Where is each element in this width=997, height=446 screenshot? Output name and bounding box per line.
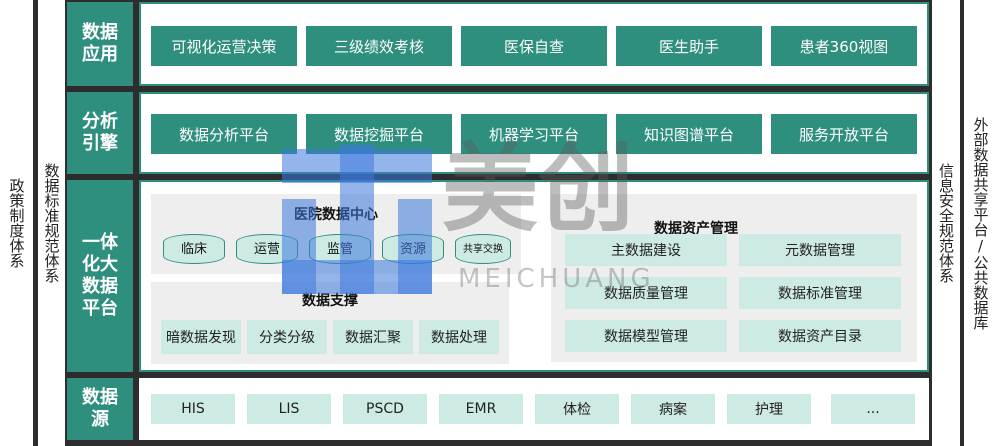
- source-item[interactable]: EMR: [439, 394, 523, 424]
- label-line: 数据: [82, 22, 118, 43]
- label-line: 一体: [82, 232, 118, 253]
- policy-column: 政策制度体系: [0, 0, 33, 446]
- analysis-item[interactable]: 知识图谱平台: [616, 114, 762, 154]
- analysis-item[interactable]: 数据分析平台: [151, 114, 297, 154]
- source-item[interactable]: HIS: [151, 394, 235, 424]
- analysis-item[interactable]: 数据挖掘平台: [306, 114, 452, 154]
- asset-item[interactable]: 元数据管理: [739, 234, 901, 266]
- support-item[interactable]: 数据汇聚: [333, 320, 413, 354]
- label-line: 平台: [82, 298, 118, 319]
- hospital-data-center-title: 医院数据中心: [294, 207, 378, 223]
- standards-column-text: 数据标准规范体系: [42, 163, 61, 283]
- data-support-title: 数据支撑: [302, 293, 358, 309]
- label-line: 数据: [82, 276, 118, 297]
- standards-column: 数据标准规范体系: [38, 0, 65, 446]
- source-item[interactable]: 病案: [631, 394, 715, 424]
- analysis-item[interactable]: 机器学习平台: [461, 114, 607, 154]
- policy-column-text: 政策制度体系: [7, 178, 26, 268]
- hospital-data-center: 医院数据中心 临床 运营 监管 资源 共享交换: [151, 194, 521, 274]
- asset-item[interactable]: 数据模型管理: [565, 320, 727, 352]
- label-line: 引擎: [82, 133, 118, 154]
- source-item[interactable]: LIS: [247, 394, 331, 424]
- data-center-item[interactable]: 监管: [309, 234, 371, 264]
- app-item[interactable]: 医生助手: [616, 26, 762, 66]
- asset-item[interactable]: 数据资产目录: [739, 320, 901, 352]
- layer-label-platform: 一体 化大 数据 平台: [67, 180, 133, 372]
- data-center-item[interactable]: 资源: [382, 234, 444, 264]
- asset-item[interactable]: 主数据建设: [565, 234, 727, 266]
- data-center-item[interactable]: 共享交换: [455, 234, 511, 264]
- data-asset-management: 数据资产管理 主数据建设 元数据管理 数据质量管理 数据标准管理 数据模型管理 …: [551, 194, 917, 362]
- app-item[interactable]: 患者360视图: [771, 26, 917, 66]
- data-support: 数据支撑 暗数据发现 分类分级 数据汇聚 数据处理: [151, 282, 509, 364]
- support-item[interactable]: 分类分级: [247, 320, 327, 354]
- data-asset-management-title: 数据资产管理: [654, 221, 738, 237]
- external-column-text: 外部数据共享平台/公共数据库: [971, 116, 990, 330]
- security-column: 信息安全规范体系: [932, 0, 960, 446]
- source-item[interactable]: ...: [831, 394, 915, 424]
- source-item[interactable]: 体检: [535, 394, 619, 424]
- data-center-item[interactable]: 运营: [236, 234, 298, 264]
- analysis-panel: 数据分析平台 数据挖掘平台 机器学习平台 知识图谱平台 服务开放平台: [139, 92, 929, 174]
- application-panel: 可视化运营决策 三级绩效考核 医保自查 医生助手 患者360视图: [139, 2, 929, 86]
- source-item[interactable]: PSCD: [343, 394, 427, 424]
- label-line: 数据: [82, 387, 118, 408]
- label-line: 应用: [82, 44, 118, 65]
- layer-label-application: 数据 应用: [67, 2, 133, 86]
- support-item[interactable]: 暗数据发现: [161, 320, 241, 354]
- source-item[interactable]: 护理: [727, 394, 811, 424]
- support-item[interactable]: 数据处理: [419, 320, 499, 354]
- app-item[interactable]: 可视化运营决策: [151, 26, 297, 66]
- layer-label-analysis: 分析 引擎: [67, 92, 133, 174]
- label-line: 化大: [82, 254, 118, 275]
- external-column: 外部数据共享平台/公共数据库: [964, 0, 997, 446]
- platform-panel: 医院数据中心 临床 运营 监管 资源 共享交换 数据支撑 暗数据发现 分类分级 …: [139, 180, 929, 372]
- analysis-item[interactable]: 服务开放平台: [771, 114, 917, 154]
- security-column-text: 信息安全规范体系: [937, 163, 955, 283]
- layer-label-source: 数据 源: [67, 378, 133, 440]
- app-item[interactable]: 医保自查: [461, 26, 607, 66]
- asset-item[interactable]: 数据质量管理: [565, 277, 727, 309]
- asset-item[interactable]: 数据标准管理: [739, 277, 901, 309]
- app-item[interactable]: 三级绩效考核: [306, 26, 452, 66]
- label-line: 源: [91, 409, 109, 430]
- label-line: 分析: [82, 111, 118, 132]
- source-panel: HIS LIS PSCD EMR 体检 病案 护理 ...: [139, 378, 929, 440]
- data-center-item[interactable]: 临床: [163, 234, 225, 264]
